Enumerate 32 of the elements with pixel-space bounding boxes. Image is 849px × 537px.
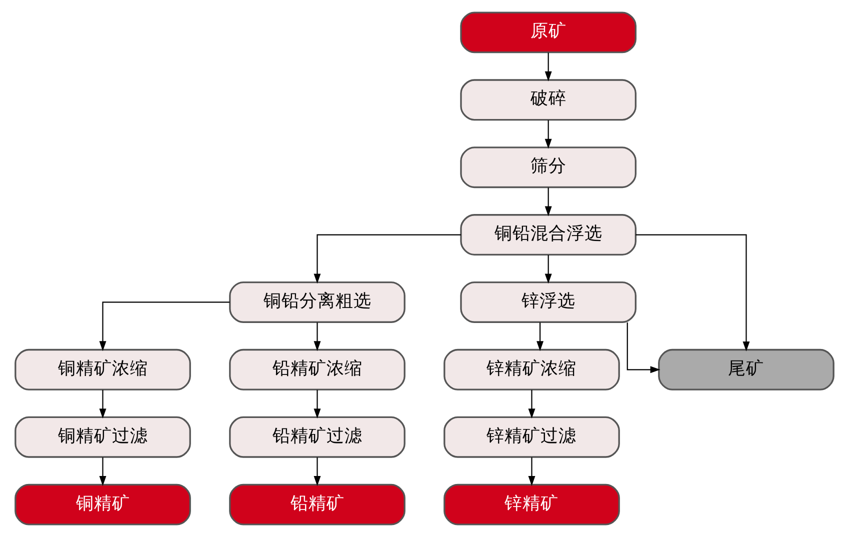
arrow [99,457,106,486]
arrow [314,234,461,284]
arrow [544,52,552,82]
node-box: 铜精矿浓缩 [14,348,191,390]
node-box: 锌精矿过滤 [444,416,620,458]
node-box: 铅精矿 [229,484,406,526]
arrow [314,322,321,352]
node-box: 铜精矿 [14,484,191,526]
arrow [636,234,750,352]
node-box: 尾矿 [658,348,834,390]
node-box: 原矿 [460,12,636,54]
arrow [99,390,106,419]
arrow [528,390,536,419]
arrow [528,457,536,486]
arrow [314,390,321,419]
node-box: 铅精矿浓缩 [229,348,406,390]
arrow [544,255,552,284]
arrow [544,120,552,149]
arrow [536,322,544,352]
arrow [99,302,230,352]
node-box: 铜精矿过滤 [14,416,191,458]
node-box: 筛分 [460,146,636,188]
arrow [314,457,321,486]
node-box: 破碎 [460,79,636,121]
node-box: 铅精矿过滤 [229,416,406,458]
arrow [626,322,660,374]
node-box: 锌浮选 [460,282,636,323]
node-box: 铜铅分离粗选 [229,282,406,323]
node-box: 锌精矿 [444,484,620,526]
node-box: 铜铅混合浮选 [460,214,636,256]
arrow [544,188,552,216]
node-box: 锌精矿浓缩 [444,348,620,390]
